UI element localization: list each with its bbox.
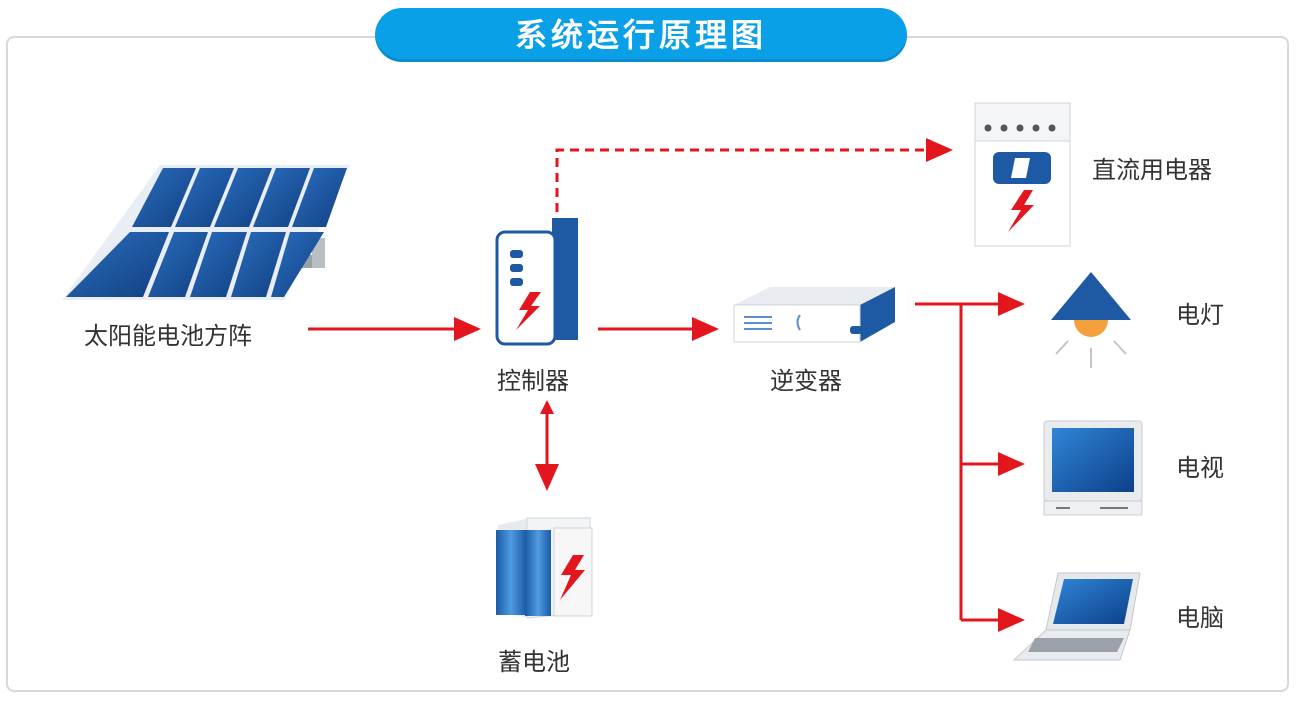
controller-icon: [495, 218, 578, 346]
flow-arrows: [308, 138, 1025, 632]
inverter-icon: [733, 287, 895, 343]
label-tv: 电视: [1176, 454, 1224, 482]
lamp-icon: [1051, 272, 1131, 368]
tv-icon: [1043, 420, 1143, 516]
label-lamp: 电灯: [1176, 301, 1224, 329]
title-banner: 系统运行原理图: [375, 8, 907, 62]
solar-panel-icon: [62, 165, 350, 300]
laptop-icon: [1012, 572, 1141, 661]
battery-icon: [496, 517, 593, 619]
label-solar-array: 太阳能电池方阵: [84, 322, 252, 350]
label-controller: 控制器: [497, 367, 569, 395]
label-computer: 电脑: [1176, 604, 1224, 632]
diagram-title: 系统运行原理图: [514, 16, 767, 54]
label-dc-appliance: 直流用电器: [1092, 156, 1212, 184]
label-inverter: 逆变器: [770, 367, 842, 395]
dc-appliance-icon: [974, 102, 1071, 247]
label-battery: 蓄电池: [498, 648, 570, 676]
arrow-controller-to-dc-dashed: [555, 138, 953, 212]
